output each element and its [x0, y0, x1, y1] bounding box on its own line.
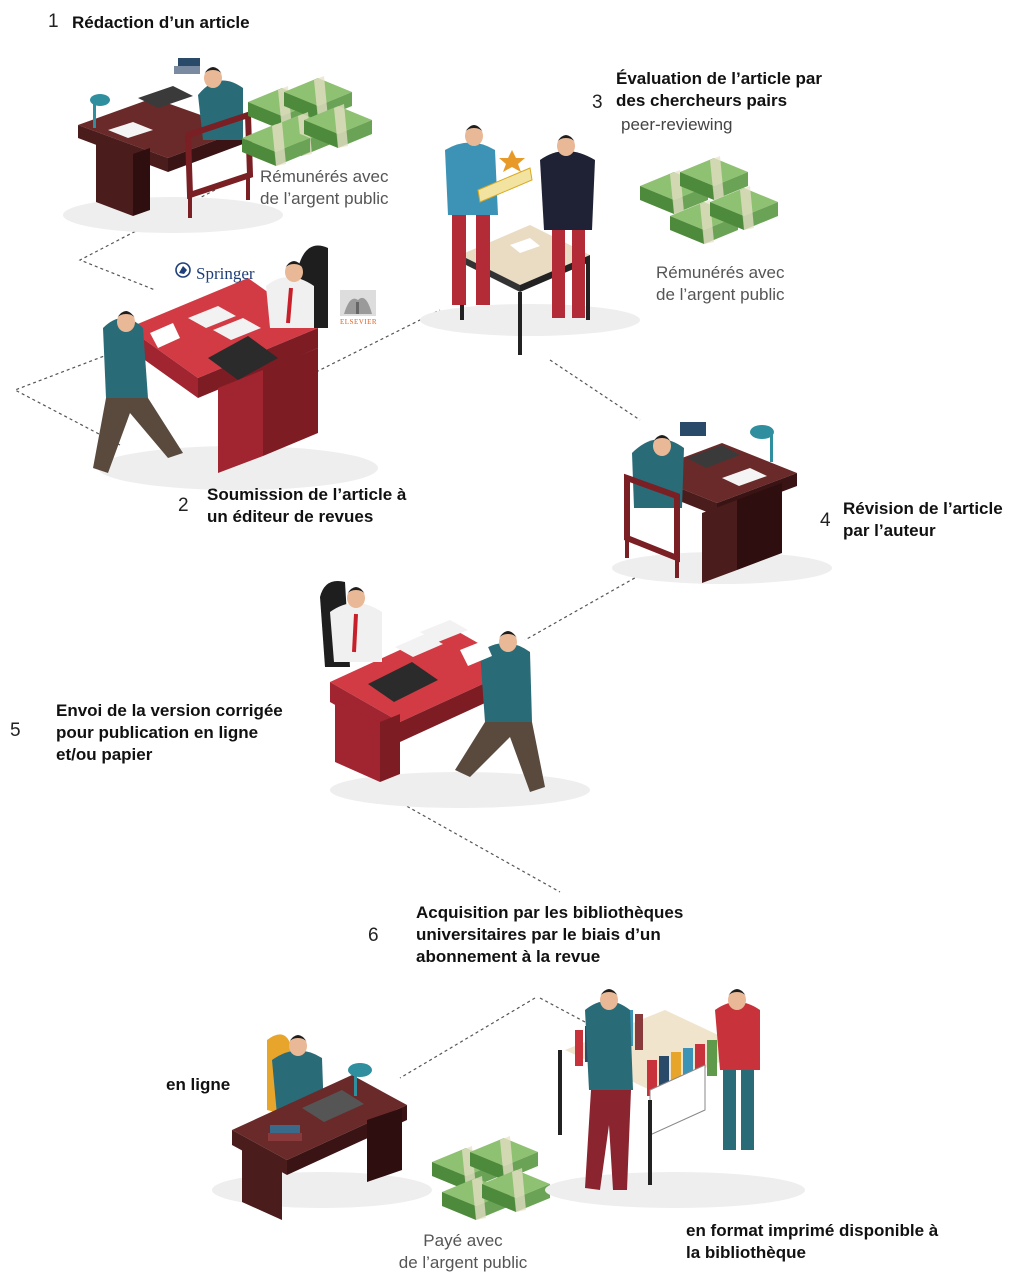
step-1-title: Rédaction d’un article — [72, 13, 250, 32]
scene-6-library — [545, 989, 805, 1208]
connector-2-left — [13, 349, 121, 446]
step-6-title: Acquisition par les bibliothèques univer… — [416, 902, 683, 968]
step-5-title-line-1: Envoi de la version corrigée — [56, 701, 283, 720]
elsevier-logo — [340, 290, 376, 316]
connector-4-5 — [524, 574, 641, 641]
step-5-title-line-3: et/ou papier — [56, 745, 153, 764]
money-stack-6 — [432, 1136, 550, 1220]
step-4-title: Révision de l’article par l’auteur — [843, 498, 1003, 542]
scene-6-online — [212, 1034, 432, 1220]
step-2-number: 2 — [178, 495, 189, 516]
paid-note-1-line-1: Rémunérés avec — [260, 167, 389, 186]
step-6-title-line-1: Acquisition par les bibliothèques — [416, 903, 684, 922]
scene-2-submission — [93, 245, 378, 490]
step-3-title: Évaluation de l’article par des chercheu… — [616, 68, 822, 112]
output-print-line-2: la bibliothèque — [686, 1243, 806, 1262]
step-3-number: 3 — [592, 92, 603, 113]
step-6-title-line-2: universitaires par le biais d’un — [416, 925, 661, 944]
step-4-title-line-1: Révision de l’article — [843, 499, 1003, 518]
step-3-subtitle: peer-reviewing — [621, 115, 733, 134]
paid-note-1: Rémunérés avec de l’argent public — [260, 166, 389, 210]
paid-note-3-line-2: de l’argent public — [656, 285, 785, 304]
connector-3-4 — [549, 359, 641, 421]
paid-note-1-line-2: de l’argent public — [260, 189, 389, 208]
step-4-number: 4 — [820, 510, 831, 531]
connector-6-online — [399, 997, 536, 1079]
step-6-title-line-3: abonnement à la revue — [416, 947, 601, 966]
paid-note-6-line-2: de l’argent public — [398, 1253, 528, 1272]
step-2-title-line-2: un éditeur de revues — [207, 507, 374, 526]
money-stack-1 — [242, 76, 372, 166]
scene-5-corrected-version — [320, 581, 590, 808]
paid-note-6: Payé avec de l’argent public — [388, 1230, 538, 1274]
step-2-title: Soumission de l’article à un éditeur de … — [207, 484, 406, 528]
scene-4-revision — [612, 422, 832, 584]
step-5-number: 5 — [10, 720, 21, 741]
output-print-line-1: en format imprimé disponible à — [686, 1221, 939, 1240]
connector-2-3 — [299, 309, 441, 381]
springer-logo-text: Springer — [196, 264, 255, 283]
step-4-title-line-2: par l’auteur — [843, 521, 936, 540]
money-stack-3 — [640, 156, 778, 244]
step-5-title: Envoi de la version corrigée pour public… — [56, 700, 283, 766]
paid-note-6-line-1: Payé avec — [423, 1231, 503, 1250]
step-6-number: 6 — [368, 925, 379, 946]
scene-3-peer-review — [420, 125, 640, 355]
paid-note-3-line-1: Rémunérés avec — [656, 263, 785, 282]
elsevier-logo-text: ELSEVIER — [340, 318, 378, 326]
step-1-number: 1 — [48, 11, 59, 32]
step-5-title-line-2: pour publication en ligne — [56, 723, 259, 742]
springer-logo-icon — [175, 262, 191, 278]
scene-1-writing — [63, 58, 283, 233]
output-online-label: en ligne — [166, 1075, 231, 1094]
paid-note-3: Rémunérés avec de l’argent public — [656, 262, 785, 306]
output-print-label: en format imprimé disponible à la biblio… — [686, 1220, 938, 1264]
step-3-title-line-2: des chercheurs pairs — [616, 91, 788, 110]
step-2-title-line-1: Soumission de l’article à — [207, 485, 407, 504]
step-3-title-line-1: Évaluation de l’article par — [616, 69, 822, 88]
